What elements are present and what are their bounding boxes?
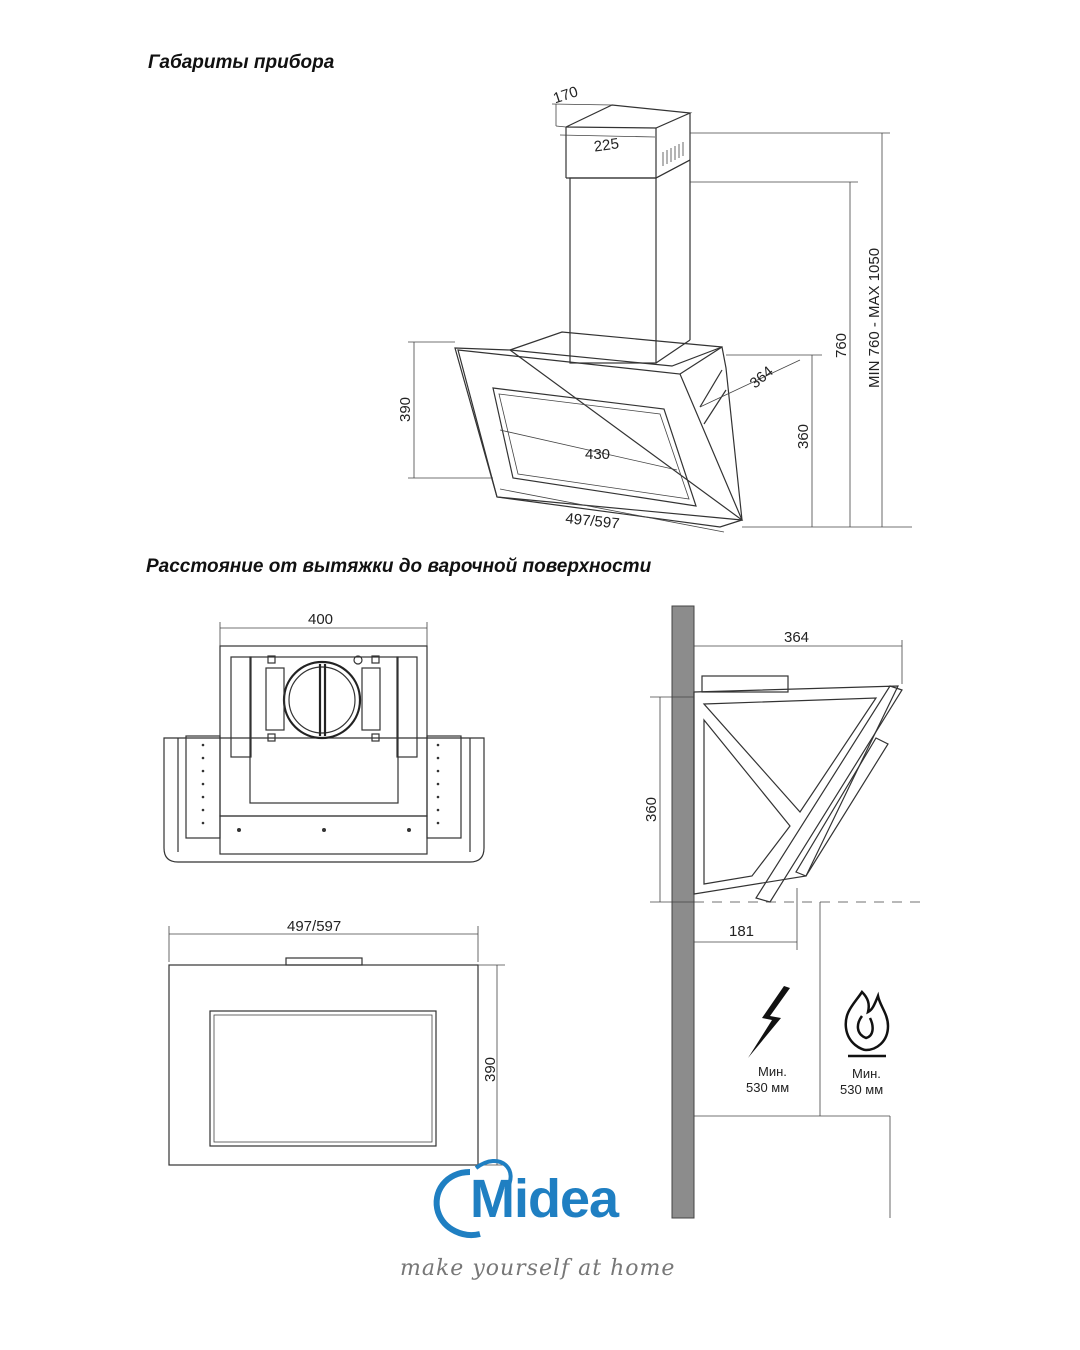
iso-dim-width: 497/597: [565, 510, 621, 533]
iso-dim-225: 225: [593, 135, 620, 155]
brand-logo: Midea: [470, 1169, 619, 1229]
iso-dim-range: MIN 760 - MAX 1050: [866, 248, 883, 388]
gas-flame-icon: [844, 990, 890, 1058]
electric-min-value: 530 мм: [746, 1080, 789, 1095]
front-dim-390: 390: [482, 1057, 499, 1082]
iso-dim-760: 760: [833, 333, 850, 358]
iso-dim-430: 430: [585, 446, 610, 463]
iso-dim-364: 364: [747, 363, 777, 392]
top-dim-400: 400: [308, 611, 333, 628]
electric-icon: [748, 986, 790, 1058]
top-view-drawing: [163, 622, 485, 863]
iso-dim-390: 390: [397, 397, 414, 422]
electric-min-label: Мин.: [758, 1064, 787, 1079]
side-dim-360: 360: [643, 797, 660, 822]
side-dim-181: 181: [729, 923, 754, 940]
front-dim-width: 497/597: [287, 918, 341, 935]
side-dim-364: 364: [784, 629, 809, 646]
iso-dim-360: 360: [795, 424, 812, 449]
distance-heading: Расстояние от вытяжки до варочной поверх…: [146, 556, 652, 577]
side-view-drawing: [650, 605, 925, 1219]
dimensions-heading: Габариты прибора: [148, 52, 335, 73]
iso-dim-170: 170: [551, 83, 580, 107]
brand-slogan: make yourself at home: [400, 1256, 676, 1281]
gas-min-label: Мин.: [852, 1066, 881, 1081]
midea-logo-mark: [433, 1159, 513, 1238]
iso-hood-drawing: [408, 103, 912, 533]
front-view-drawing: [168, 926, 505, 1166]
gas-min-value: 530 мм: [840, 1082, 883, 1097]
